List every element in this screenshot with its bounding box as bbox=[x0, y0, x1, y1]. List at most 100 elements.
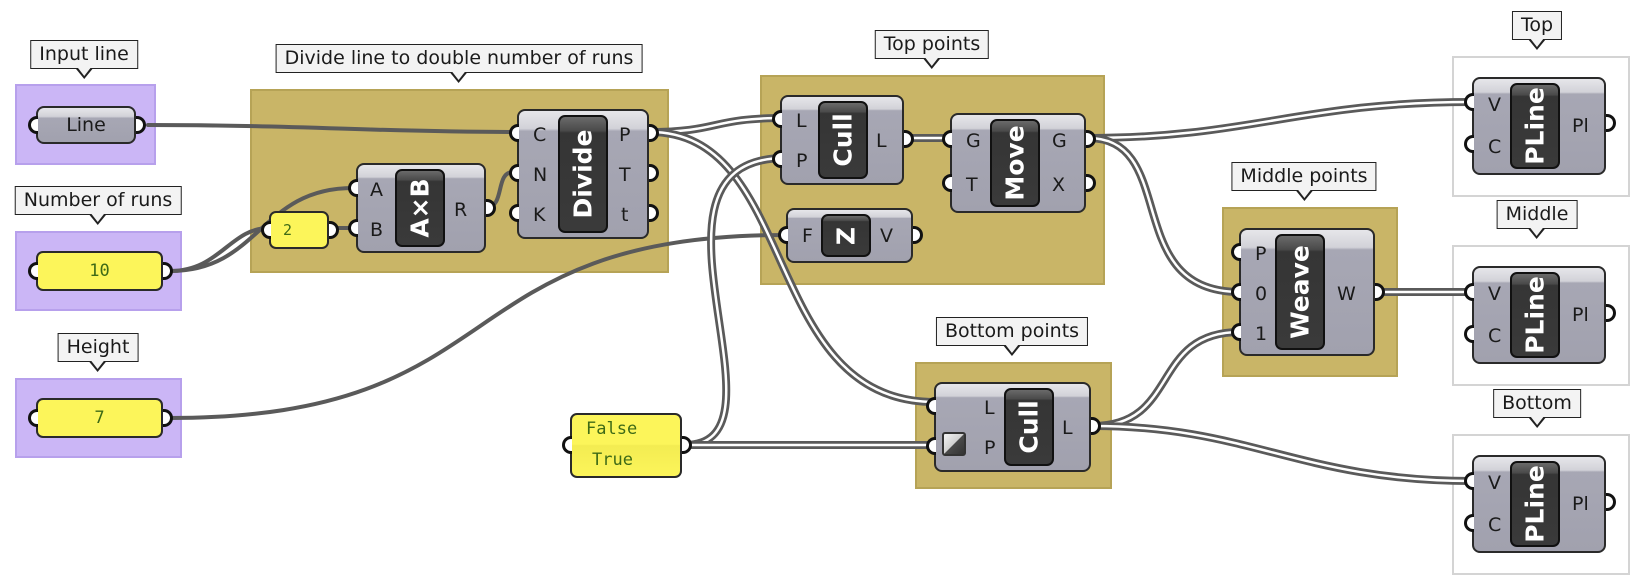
pline-top-nickname: PLine bbox=[1520, 87, 1550, 165]
wire-move-g-to-pline-top-v bbox=[1084, 98, 1476, 142]
cull-top-input-l: L bbox=[796, 110, 807, 132]
pline-middle-input-c: C bbox=[1488, 325, 1502, 347]
pline-bottom-output-pl: Pl bbox=[1572, 493, 1589, 515]
group-label-input-line: Input line bbox=[30, 40, 138, 69]
weave-component[interactable]: P 0 1 Weave W bbox=[1239, 228, 1375, 356]
multiply-component[interactable]: A B A×B R bbox=[356, 163, 486, 253]
divide-nickname-box: Divide bbox=[558, 115, 608, 233]
unit-z-nickname-box: Z bbox=[821, 214, 871, 257]
pline-top-input-c: C bbox=[1488, 136, 1502, 158]
group-label-divide: Divide line to double number of runs bbox=[275, 44, 643, 73]
move-nickname-box: Move bbox=[990, 119, 1040, 207]
pattern-line-true: True bbox=[592, 450, 633, 470]
pline-top-input-v: V bbox=[1488, 94, 1501, 116]
group-label-top: Top bbox=[1511, 11, 1563, 40]
move-component[interactable]: G T Move G X bbox=[950, 113, 1086, 213]
runs-panel[interactable]: 10 bbox=[36, 251, 163, 291]
move-nickname: Move bbox=[1000, 125, 1030, 201]
pline-bottom-grip-pl[interactable] bbox=[1606, 493, 1616, 511]
move-input-g: G bbox=[966, 130, 981, 152]
pline-middle-grip-c[interactable] bbox=[1464, 325, 1474, 343]
cull-bottom-component[interactable]: L P Cull L bbox=[934, 382, 1091, 472]
move-output-g: G bbox=[1052, 130, 1067, 152]
runs-panel-input-grip[interactable] bbox=[28, 262, 38, 280]
pline-bottom-nickname: PLine bbox=[1520, 465, 1550, 543]
multiply-output-r: R bbox=[454, 199, 468, 221]
line-param[interactable]: Line bbox=[36, 106, 136, 144]
pattern-panel-input-grip[interactable] bbox=[562, 436, 572, 454]
pline-middle-grip-pl[interactable] bbox=[1606, 304, 1616, 322]
multiply-nickname: A×B bbox=[405, 178, 435, 238]
divide-input-c: C bbox=[533, 124, 547, 146]
pline-middle-component[interactable]: V C PLine Pl bbox=[1472, 266, 1606, 364]
pline-middle-input-v: V bbox=[1488, 283, 1501, 305]
wire-move-g-to-weave-0 bbox=[1084, 134, 1244, 296]
height-panel[interactable]: 7 bbox=[36, 398, 163, 438]
runs-value: 10 bbox=[89, 261, 110, 281]
pattern-panel-output-grip[interactable] bbox=[682, 436, 692, 454]
line-param-label: Line bbox=[66, 114, 106, 136]
move-input-t: T bbox=[966, 174, 978, 196]
cull-bottom-input-p: P bbox=[984, 437, 996, 459]
move-grip-t[interactable] bbox=[942, 174, 952, 192]
pline-bottom-input-c: C bbox=[1488, 514, 1502, 536]
factor-value: 2 bbox=[283, 221, 293, 239]
multiply-nickname-box: A×B bbox=[395, 169, 445, 247]
unit-z-nickname: Z bbox=[831, 226, 861, 245]
pline-top-nickname-box: PLine bbox=[1510, 83, 1560, 169]
cull-bottom-nickname-box: Cull bbox=[1004, 388, 1054, 466]
weave-output-w: W bbox=[1337, 283, 1356, 305]
weave-input-p: P bbox=[1255, 243, 1267, 265]
cull-bottom-output-l: L bbox=[1062, 417, 1073, 439]
line-param-input-grip[interactable] bbox=[28, 116, 38, 134]
group-label-height: Height bbox=[57, 333, 139, 362]
divide-output-t-upper: T bbox=[619, 164, 631, 186]
weave-nickname: Weave bbox=[1285, 245, 1315, 339]
unit-z-input-f: F bbox=[802, 225, 813, 247]
divide-nickname: Divide bbox=[568, 129, 598, 219]
divide-output-p: P bbox=[619, 124, 631, 146]
move-output-x: X bbox=[1052, 174, 1066, 196]
pattern-panel[interactable]: False True bbox=[570, 413, 682, 478]
cull-top-output-l: L bbox=[876, 130, 887, 152]
wire-cull-bottom-to-pline-bottom-v bbox=[1089, 422, 1476, 485]
pline-middle-nickname: PLine bbox=[1520, 276, 1550, 354]
group-label-bottom: Bottom bbox=[1493, 389, 1581, 418]
height-value: 7 bbox=[94, 408, 105, 428]
cull-top-input-p: P bbox=[796, 150, 808, 172]
factor-panel[interactable]: 2 bbox=[269, 211, 329, 249]
pline-middle-nickname-box: PLine bbox=[1510, 272, 1560, 358]
weave-input-1: 1 bbox=[1255, 323, 1268, 345]
group-label-top-points: Top points bbox=[874, 30, 990, 59]
unit-z-output-v: V bbox=[880, 225, 893, 247]
toggle-invert-icon[interactable] bbox=[942, 432, 966, 456]
multiply-input-a: A bbox=[370, 179, 383, 201]
group-label-bottom-points: Bottom points bbox=[935, 317, 1089, 346]
divide-component[interactable]: C N K Divide P T t bbox=[517, 109, 649, 239]
group-label-middle-points: Middle points bbox=[1231, 162, 1377, 191]
wire-cull-bottom-to-weave-1 bbox=[1089, 328, 1244, 430]
multiply-input-b: B bbox=[370, 219, 384, 241]
divide-output-t-lower: t bbox=[621, 204, 629, 226]
height-panel-input-grip[interactable] bbox=[28, 409, 38, 427]
divide-input-k: K bbox=[533, 204, 546, 226]
group-label-middle: Middle bbox=[1496, 200, 1578, 229]
pline-bottom-grip-c[interactable] bbox=[1464, 514, 1474, 532]
divide-input-n: N bbox=[533, 164, 548, 186]
line-param-output-grip[interactable] bbox=[136, 116, 146, 134]
pline-top-component[interactable]: V C PLine Pl bbox=[1472, 77, 1606, 175]
pline-bottom-component[interactable]: V C PLine Pl bbox=[1472, 455, 1606, 553]
pline-bottom-input-v: V bbox=[1488, 472, 1501, 494]
group-label-number-of-runs: Number of runs bbox=[14, 186, 182, 215]
unit-z-component[interactable]: F Z V bbox=[786, 208, 913, 263]
cull-top-component[interactable]: L P Cull L bbox=[780, 95, 904, 185]
cull-bottom-input-l: L bbox=[984, 397, 995, 419]
cull-bottom-nickname: Cull bbox=[1014, 400, 1044, 454]
pline-bottom-nickname-box: PLine bbox=[1510, 461, 1560, 547]
weave-input-0: 0 bbox=[1255, 283, 1268, 305]
pline-top-output-pl: Pl bbox=[1572, 115, 1589, 137]
cull-top-nickname-box: Cull bbox=[818, 101, 868, 179]
cull-top-nickname: Cull bbox=[828, 113, 858, 167]
pline-top-grip-pl[interactable] bbox=[1606, 114, 1616, 132]
pline-middle-output-pl: Pl bbox=[1572, 304, 1589, 326]
